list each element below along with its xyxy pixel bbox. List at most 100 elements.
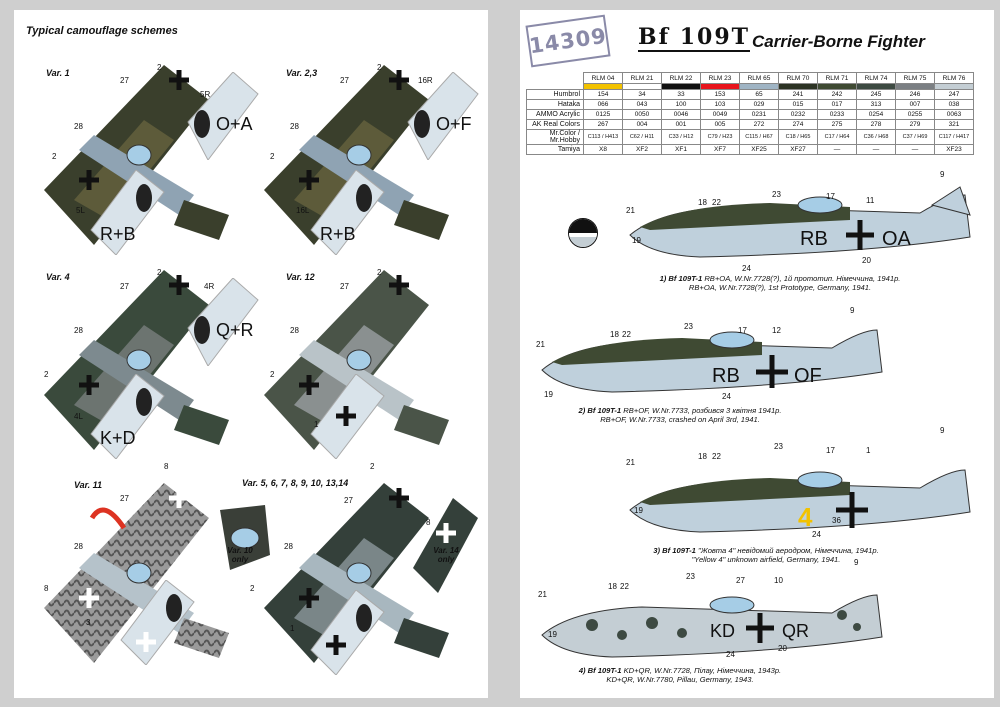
- wing-code: O+A: [216, 114, 253, 134]
- callout-number: 5L: [76, 206, 85, 215]
- paint-code: 321: [934, 119, 974, 130]
- paint-code: 100: [661, 99, 701, 110]
- callout-number: 2: [52, 152, 57, 161]
- variant-label: Var. 11: [74, 480, 103, 490]
- wing-underside-var11: [120, 580, 195, 665]
- callout-number: 24: [722, 392, 731, 401]
- paint-code: 0049: [700, 109, 740, 120]
- paint-code: 0254: [856, 109, 896, 120]
- variant-label: Var. 4: [46, 272, 70, 282]
- callout-number: 8: [426, 518, 431, 527]
- model-logo: Bf 109T: [638, 24, 751, 52]
- paint-code: 0050: [622, 109, 662, 120]
- wing-code: Q+R: [216, 320, 254, 340]
- callout-number: 18: [698, 452, 707, 461]
- paint-code: C113 / H413: [583, 129, 623, 145]
- wing-code: K+D: [100, 428, 136, 448]
- callout-number: 28: [74, 122, 83, 131]
- callout-number: 16R: [418, 76, 433, 85]
- callout-number: 11: [866, 196, 875, 205]
- paint-code: XF2: [622, 144, 662, 155]
- profile-caption-4: 4) Bf 109T-1 KD+QR, W.Nr.7728, Пілау, Ні…: [530, 666, 830, 685]
- profile-code: 4: [798, 502, 813, 532]
- callout-number: 3: [86, 618, 91, 627]
- paint-code: XF23: [934, 144, 974, 155]
- paint-brand-label: AMMO Acrylic: [526, 109, 584, 120]
- profile-code: OA: [882, 228, 912, 250]
- side-profile-4: KD QR: [541, 594, 883, 658]
- paint-code: XF25: [739, 144, 779, 155]
- paint-code: C33 / H12: [661, 129, 701, 145]
- caption-text: "Жовта 4" невідомий аеродром, Німеччина,…: [695, 546, 879, 555]
- wing-underside-var1-lower: R+B: [90, 170, 165, 255]
- callout-number: 24: [742, 264, 751, 273]
- wing-underside-var23-lower: R+B: [310, 170, 385, 255]
- callout-number: 27: [120, 76, 129, 85]
- paint-code: 313: [856, 99, 896, 110]
- paint-code: C17 / H64: [817, 129, 857, 145]
- rlm-header: RLM 76: [934, 72, 974, 84]
- callout-number: 21: [626, 458, 635, 467]
- callout-number: 10: [774, 576, 783, 585]
- paint-code: 0125: [583, 109, 623, 120]
- variant-label: Var. 1: [46, 68, 70, 78]
- callout-number: 28: [290, 326, 299, 335]
- side-profile-3: 4: [629, 469, 971, 533]
- caption-title: 4) Bf 109T-1: [578, 666, 622, 675]
- profile-code: RB: [712, 365, 740, 387]
- paint-code: 038: [934, 99, 974, 110]
- callout-number: 1: [866, 446, 871, 455]
- callout-number: 36: [832, 516, 841, 525]
- catalog-stamp: 14309: [525, 14, 611, 68]
- swatch-row: [527, 83, 974, 90]
- paint-code: 267: [583, 119, 623, 130]
- callout-number: 2: [270, 370, 275, 379]
- paint-code: 0233: [817, 109, 857, 120]
- paint-code: 34: [622, 89, 662, 100]
- paint-code: 103: [700, 99, 740, 110]
- callout-number: 28: [284, 542, 293, 551]
- callout-number: 2: [44, 370, 49, 379]
- caption-text: KD+QR, W.Nr.7728, Пілау, Німеччина, 1943…: [621, 666, 782, 675]
- callout-number: 18: [698, 198, 707, 207]
- wing-underside-var4: Q+R: [187, 278, 259, 366]
- callout-number: 19: [544, 390, 553, 399]
- callout-number: 27: [120, 282, 129, 291]
- wing-code: R+B: [100, 224, 136, 244]
- paint-code: 029: [739, 99, 779, 110]
- paint-code: 33: [661, 89, 701, 100]
- paint-code: 245: [856, 89, 896, 100]
- callout-number: 8: [164, 462, 169, 471]
- rlm-header: RLM 04: [583, 72, 623, 84]
- paint-code: —: [895, 144, 935, 155]
- rlm-header: RLM 23: [700, 72, 740, 84]
- sheet-subtitle: Carrier-Borne Fighter: [752, 32, 925, 51]
- callout-number: 2: [157, 268, 162, 277]
- paint-code: 015: [778, 99, 818, 110]
- paint-brand-label: Humbrol: [526, 89, 584, 100]
- paint-code: 153: [700, 89, 740, 100]
- paint-code: XF27: [778, 144, 818, 155]
- callout-number: 28: [290, 122, 299, 131]
- callout-number: 27: [340, 282, 349, 291]
- callout-number: 17: [826, 446, 835, 455]
- wing-underside-var23: O+F: [407, 72, 479, 160]
- callout-number: 8: [44, 584, 49, 593]
- side-profile-2: RB OF: [541, 329, 883, 393]
- callout-number: 27: [340, 76, 349, 85]
- paint-code: C117 / H417: [934, 129, 974, 145]
- profile-code: RB: [800, 228, 828, 250]
- callout-number: 12: [772, 326, 781, 335]
- paint-code: 274: [778, 119, 818, 130]
- callout-number: 24: [812, 530, 821, 539]
- callout-number: 20: [862, 256, 871, 265]
- callout-number: 2: [377, 268, 382, 277]
- variant-label: Var. 12: [286, 272, 315, 282]
- paint-code: XF7: [700, 144, 740, 155]
- variant-label: Var. 5, 6, 7, 8, 9, 10, 13,14: [242, 478, 349, 488]
- callout-number: 22: [620, 582, 629, 591]
